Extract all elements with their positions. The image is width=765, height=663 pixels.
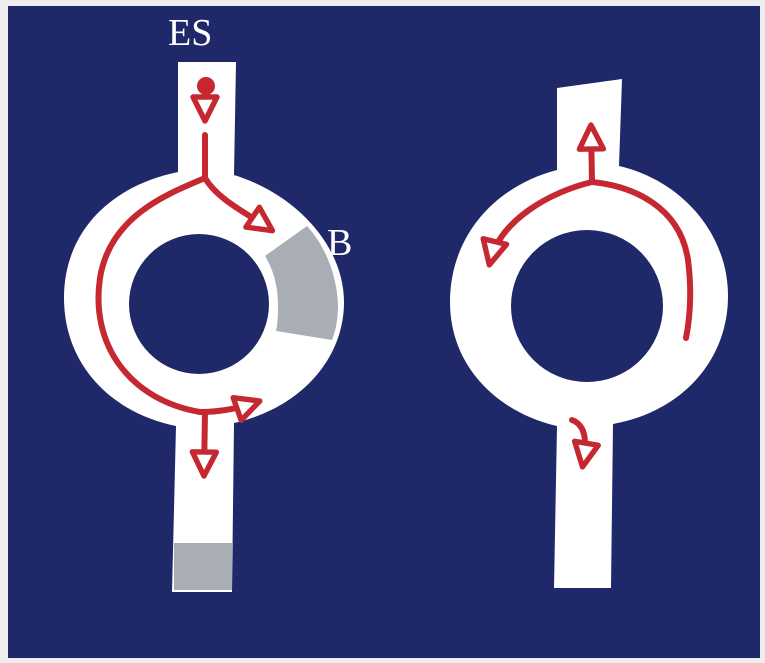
exit-arrow-down [204, 412, 205, 473]
tape-bottom [174, 543, 232, 590]
start-dot-icon [197, 77, 215, 95]
stem-arrow-up [591, 128, 592, 182]
